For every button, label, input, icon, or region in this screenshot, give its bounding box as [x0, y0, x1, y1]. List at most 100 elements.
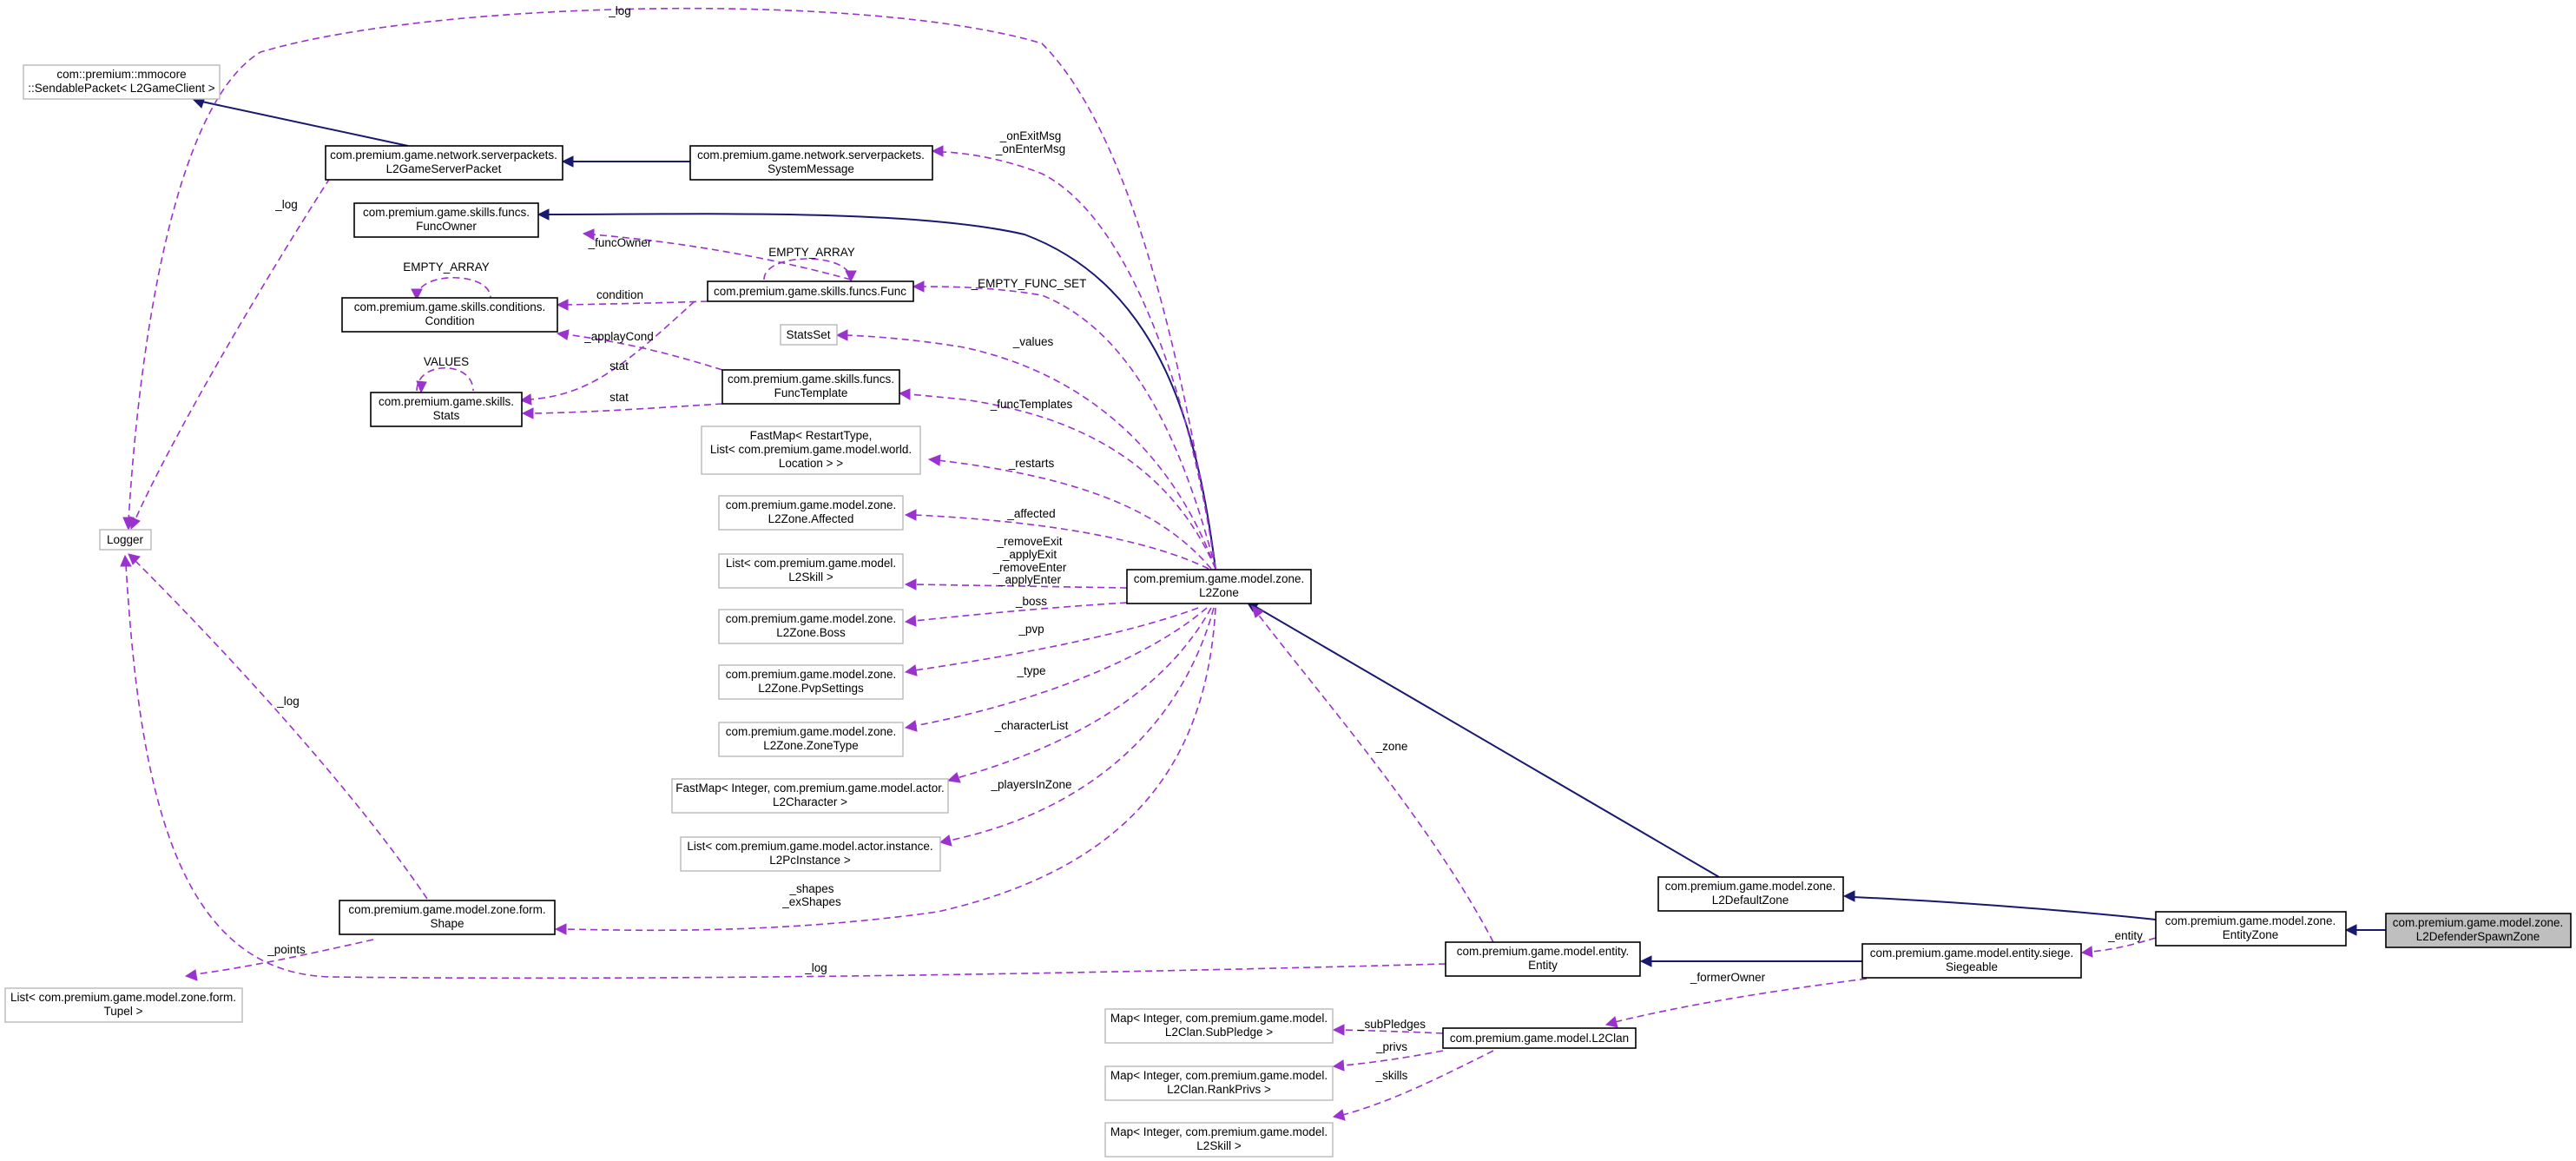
- use-l2zone-pvpsettings: [904, 607, 1199, 676]
- node-restartsmap[interactable]: FastMap< RestartType, List< com.premium.…: [701, 425, 921, 475]
- label-functemplates: _funcTemplates: [990, 398, 1073, 411]
- label-log-top: _log: [608, 4, 631, 17]
- node-l2zone-affected[interactable]: com.premium.game.model.zone. L2Zone.Affe…: [718, 495, 904, 531]
- svg-text:Map< Integer, com.premium.game: Map< Integer, com.premium.game.model.: [1110, 1012, 1328, 1025]
- label-stat-func: stat: [609, 360, 629, 373]
- svg-text:FastMap< Integer, com.premium.: FastMap< Integer, com.premium.game.model…: [675, 782, 945, 795]
- use-func-funcowner: [582, 228, 852, 280]
- label-empty-func-set: _EMPTY_FUNC_SET: [971, 277, 1087, 290]
- svg-text:Stats: Stats: [433, 409, 460, 422]
- node-l2defaultzone[interactable]: com.premium.game.model.zone. L2DefaultZo…: [1657, 876, 1844, 912]
- inherit-systemmessage-l2gameserverpacket: [561, 155, 690, 168]
- node-l2defenderspawnzone[interactable]: com.premium.game.model.zone. L2DefenderS…: [2385, 913, 2572, 948]
- label-boss: _boss: [1015, 595, 1047, 608]
- svg-text:EntityZone: EntityZone: [2223, 928, 2279, 941]
- svg-text:Map< Integer, com.premium.game: Map< Integer, com.premium.game.model.: [1110, 1069, 1328, 1082]
- node-logger[interactable]: Logger: [99, 529, 152, 551]
- use-stats-stats-values: [416, 366, 474, 394]
- use-l2zone-boss: [904, 602, 1128, 627]
- use-shape-logger: [128, 553, 428, 900]
- node-skillmap[interactable]: Map< Integer, com.premium.game.model. L2…: [1104, 1122, 1334, 1158]
- node-pcinstancelist[interactable]: List< com.premium.game.model.actor.insta…: [680, 836, 941, 872]
- node-l2zone-pvpsettings[interactable]: com.premium.game.model.zone. L2Zone.PvpS…: [718, 664, 904, 700]
- label-empty-array-condition: EMPTY_ARRAY: [403, 261, 490, 274]
- node-systemmessage[interactable]: com.premium.game.network.serverpackets. …: [689, 145, 933, 181]
- use-l2zone-charmap: [946, 607, 1212, 783]
- use-entity-logger: [120, 554, 1446, 980]
- node-sendablepacket[interactable]: com::premium::mmocore ::SendablePacket< …: [23, 64, 221, 100]
- node-functemplate[interactable]: com.premium.game.skills.funcs. FuncTempl…: [721, 369, 900, 405]
- node-l2clan[interactable]: com.premium.game.model.L2Clan: [1442, 1027, 1637, 1049]
- use-l2zone-skilllist: [904, 578, 1128, 590]
- node-l2gameserverpacket[interactable]: com.premium.game.network.serverpackets. …: [325, 145, 563, 181]
- label-values: _values: [1012, 335, 1054, 348]
- node-rankprivsmap[interactable]: Map< Integer, com.premium.game.model. L2…: [1104, 1065, 1334, 1101]
- svg-text:com.premium.game.model.zone.: com.premium.game.model.zone.: [726, 725, 897, 738]
- use-siegeable-clan: [1604, 978, 1868, 1028]
- svg-text:StatsSet: StatsSet: [786, 328, 830, 341]
- inherit-l2zone-funcowner: [537, 208, 1216, 570]
- label-applyenter: _applyEnter: [998, 573, 1062, 586]
- svg-text:Location > >: Location > >: [779, 457, 843, 470]
- svg-text:FuncOwner: FuncOwner: [416, 220, 477, 233]
- label-zone: _zone: [1375, 740, 1408, 753]
- label-characterlist: _characterList: [994, 719, 1069, 732]
- svg-text:com.premium.game.skills.funcs.: com.premium.game.skills.funcs.: [728, 373, 894, 386]
- node-l2zone-boss[interactable]: com.premium.game.model.zone. L2Zone.Boss: [718, 609, 904, 644]
- node-siegeable[interactable]: com.premium.game.model.entity.siege. Sie…: [1861, 943, 2082, 979]
- label-privs: _privs: [1375, 1040, 1407, 1053]
- node-statsset[interactable]: StatsSet: [780, 324, 838, 346]
- node-l2zone[interactable]: com.premium.game.model.zone. L2Zone: [1126, 569, 1312, 604]
- svg-text:com.premium.game.skills.funcs.: com.premium.game.skills.funcs.Func: [714, 285, 906, 298]
- use-entity-l2zone: [1251, 605, 1494, 943]
- label-restarts: _restarts: [1008, 457, 1055, 470]
- node-tupellist[interactable]: List< com.premium.game.model.zone.form. …: [4, 987, 243, 1023]
- inherit-entityzone-defaultzone: [1842, 890, 2157, 920]
- svg-text:L2Zone.PvpSettings: L2Zone.PvpSettings: [758, 682, 864, 695]
- use-shape-tupellist: [184, 939, 374, 981]
- svg-text:Entity: Entity: [1528, 959, 1558, 972]
- node-l2zone-zonetype[interactable]: com.premium.game.model.zone. L2Zone.Zone…: [718, 722, 904, 757]
- node-funcowner[interactable]: com.premium.game.skills.funcs. FuncOwner: [353, 202, 539, 238]
- svg-text:com.premium.game.model.zone.: com.premium.game.model.zone.: [2393, 916, 2564, 929]
- use-func-condition: [556, 299, 708, 311]
- label-pvp: _pvp: [1018, 623, 1044, 636]
- label-entity: _entity: [2107, 929, 2143, 942]
- svg-text:L2Zone.Affected: L2Zone.Affected: [768, 512, 854, 525]
- svg-text:L2Zone.ZoneType: L2Zone.ZoneType: [763, 739, 859, 752]
- label-removeenter: _removeEnter: [992, 561, 1067, 574]
- node-entityzone[interactable]: com.premium.game.model.zone. EntityZone: [2155, 911, 2347, 947]
- use-l2gameserverpacket-logger: [129, 177, 331, 531]
- svg-text:List< com.premium.game.model.: List< com.premium.game.model.: [726, 557, 896, 570]
- label-skills-clan: _skills: [1375, 1069, 1408, 1082]
- use-l2zone-functemplate: [898, 388, 1216, 570]
- svg-text:Map< Integer, com.premium.game: Map< Integer, com.premium.game.model.: [1110, 1125, 1328, 1138]
- node-subpledgemap[interactable]: Map< Integer, com.premium.game.model. L2…: [1104, 1008, 1334, 1044]
- node-func[interactable]: com.premium.game.skills.funcs.Func: [707, 280, 914, 302]
- svg-text:FuncTemplate: FuncTemplate: [774, 386, 848, 399]
- node-charactermap[interactable]: FastMap< Integer, com.premium.game.model…: [671, 778, 949, 814]
- use-l2zone-affected: [904, 509, 1209, 570]
- svg-text:L2GameServerPacket: L2GameServerPacket: [386, 162, 502, 175]
- svg-text:SystemMessage: SystemMessage: [768, 162, 854, 175]
- label-applyexit: _applyExit: [1002, 548, 1057, 561]
- label-applaycond: _applayCond: [583, 330, 654, 343]
- svg-text:com.premium.game.network.serve: com.premium.game.network.serverpackets.: [330, 148, 557, 162]
- svg-text:L2Clan.SubPledge >: L2Clan.SubPledge >: [1165, 1026, 1273, 1039]
- node-stats[interactable]: com.premium.game.skills. Stats: [370, 392, 523, 427]
- svg-text:com.premium.game.model.zone.: com.premium.game.model.zone.: [726, 612, 897, 625]
- node-entity[interactable]: com.premium.game.model.entity. Entity: [1445, 941, 1641, 977]
- svg-text:com::premium::mmocore: com::premium::mmocore: [56, 68, 186, 81]
- svg-text:com.premium.game.skills.funcs.: com.premium.game.skills.funcs.: [363, 206, 530, 219]
- label-onexitmsg: _onExitMsg: [999, 129, 1062, 142]
- node-condition[interactable]: com.premium.game.skills.conditions. Cond…: [341, 297, 558, 333]
- svg-text:L2PcInstance >: L2PcInstance >: [769, 854, 851, 867]
- use-clan-skillmap: [1332, 1050, 1494, 1121]
- node-shape[interactable]: com.premium.game.model.zone.form. Shape: [339, 900, 556, 935]
- svg-text:L2DefaultZone: L2DefaultZone: [1712, 894, 1789, 907]
- use-func-func-emptyarray: [763, 258, 857, 283]
- node-skilllist[interactable]: List< com.premium.game.model. L2Skill >: [718, 553, 904, 589]
- label-values-stats: VALUES: [424, 355, 469, 368]
- label-formerowner: _formerOwner: [1690, 971, 1766, 984]
- svg-text:com.premium.game.model.zone.: com.premium.game.model.zone.: [2165, 914, 2336, 927]
